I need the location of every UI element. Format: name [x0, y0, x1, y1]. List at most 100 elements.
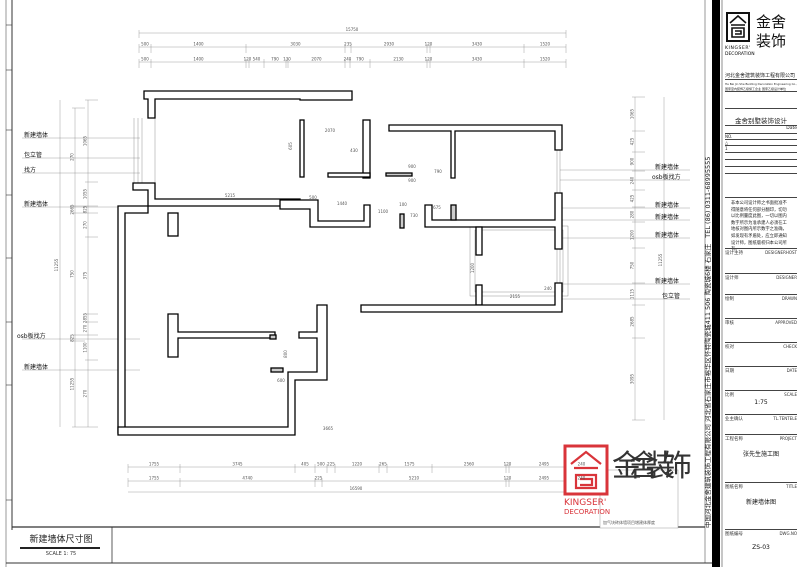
- dimension-label: 3430: [472, 57, 483, 62]
- row-label-cn: 设计主持: [725, 251, 743, 256]
- dimension-label: 120: [504, 462, 512, 467]
- dimension-label: 2930: [384, 42, 395, 47]
- interior-dimension: 1440: [337, 201, 348, 206]
- drawing-title: 新建墙体尺寸图: [29, 535, 93, 545]
- dimension-total: 16590: [350, 486, 363, 491]
- house-icon: [729, 14, 747, 38]
- wall-right-upper: [388, 124, 563, 179]
- row-value: 1:75: [754, 399, 768, 406]
- interior-dimension: 2070: [325, 128, 336, 133]
- wall-new: [385, 172, 413, 177]
- row-value: 新建墙体图: [745, 499, 776, 506]
- wall-label: 包立管: [662, 292, 680, 300]
- row-label-en: PROJECT: [779, 436, 797, 441]
- logo-cn: 金舍装饰: [756, 13, 787, 50]
- revision-table: Date NO. △ 1: [725, 125, 797, 194]
- interior-dimension: 900: [408, 164, 416, 169]
- wall-label: 新建墙体: [655, 163, 679, 171]
- dimension-label: 1065: [83, 135, 88, 146]
- date-header: Date: [786, 126, 797, 131]
- wall-label: 找方: [24, 166, 36, 174]
- wall-label: 新建墙体: [655, 201, 679, 209]
- title-block-row: 日期 DATE: [725, 366, 797, 374]
- row-label-cn: 设计师: [725, 276, 739, 281]
- wall-new-small: [270, 367, 284, 373]
- dimension-label: 1220: [352, 462, 363, 467]
- interior-dimension: 2155: [510, 294, 521, 299]
- interior-dimension: 605: [288, 142, 293, 150]
- legend-table: [599, 469, 679, 529]
- row-label-en: CHECK: [783, 344, 797, 349]
- interior-dimension: 675: [433, 205, 441, 210]
- dimension-label: 750: [70, 270, 75, 278]
- dimension-label: 3745: [232, 462, 243, 467]
- dimension-label: 120: [244, 57, 252, 62]
- row-label-cn: 审核: [725, 321, 734, 326]
- logo: [726, 12, 750, 42]
- dimension-label: 425: [630, 194, 635, 202]
- interior-dimension: 730: [410, 213, 418, 218]
- logo-en2: DECORATION: [564, 508, 610, 516]
- interior-dimension: 5215: [225, 193, 236, 198]
- dimension-label: 5210: [409, 476, 420, 481]
- dimension-label: 2495: [539, 476, 550, 481]
- dimension-label: 1065: [630, 108, 635, 119]
- dimension-label: 120: [425, 57, 433, 62]
- wall-lower-center: [117, 304, 328, 436]
- sheet-frame: [5, 0, 712, 567]
- dimension-label: 750: [630, 261, 635, 269]
- wall-label: osb板找方: [17, 332, 46, 340]
- row-label-cn: 图纸编号: [725, 532, 743, 537]
- company-address: 中国河北金舍建筑装饰工程有限公司 河北省石家庄市裕华区怀特陶瓷城411 506 …: [703, 243, 712, 528]
- wall-label: 新建墙体: [655, 277, 679, 285]
- wall-right-mid: [424, 192, 563, 250]
- side-strip-text: 中国河北金舍建筑装饰工程有限公司 河北省石家庄市裕华区怀特陶瓷城411 506 …: [703, 157, 712, 528]
- dimension-label: 120: [504, 476, 512, 481]
- row-label-en: DATE: [786, 368, 797, 373]
- company-tel: TEL (86) 0311-68995555: [704, 157, 712, 239]
- wall-partition: [299, 119, 305, 178]
- wall-right-pillar: [475, 226, 483, 256]
- dimension-label: 2495: [539, 462, 550, 467]
- dimension-label: 1755: [149, 476, 160, 481]
- dimension-label: 2560: [464, 462, 475, 467]
- interior-dimension: 800: [283, 350, 288, 358]
- title-underline: [20, 547, 100, 549]
- dimension-label: 270: [83, 324, 88, 332]
- row-label-cn: 日期: [725, 369, 734, 374]
- dimension-label: 825: [83, 205, 88, 213]
- dimension-label: 500: [141, 57, 149, 62]
- company-name-en: He Bei Jin She Building Decoration Engin…: [725, 82, 797, 86]
- dimension-label: 270: [83, 221, 88, 229]
- row-label-en: TITLE: [786, 484, 797, 489]
- dimension-label: 280: [630, 210, 635, 218]
- dimension-label: 1400: [193, 42, 204, 47]
- interior-dimension: 900: [408, 178, 416, 183]
- column-new: [399, 213, 405, 229]
- title-block-bar: [712, 0, 720, 567]
- row-label-en: DRAWN: [781, 296, 797, 301]
- wall-label: 新建墙体: [24, 363, 48, 371]
- dimension-label: 2855: [83, 312, 88, 323]
- dimension-label: 240: [578, 462, 586, 467]
- dimension-label: 425: [630, 137, 635, 145]
- wall-right-pillar: [475, 284, 483, 306]
- dimension-label: 235: [344, 42, 352, 47]
- interior-dimension: 430: [350, 148, 358, 153]
- dimension-lines: [22, 30, 690, 493]
- watermark-logo: 加气块砖体墙项目增建体厚度 金舍装饰 KINGSER' DECORATION: [563, 444, 692, 529]
- dimension-label: 270: [83, 389, 88, 397]
- dimension-label: 2070: [311, 57, 322, 62]
- row-label-cn: 绘制: [725, 297, 734, 302]
- wall-top-room: [143, 90, 353, 119]
- dimension-label: 3030: [290, 42, 301, 47]
- dimension-label: 1520: [540, 57, 551, 62]
- dimension-label: 1755: [149, 462, 160, 467]
- rev-mark: △: [725, 139, 797, 145]
- dimension-label: 3095: [630, 373, 635, 384]
- dimension-label: 2685: [630, 316, 635, 327]
